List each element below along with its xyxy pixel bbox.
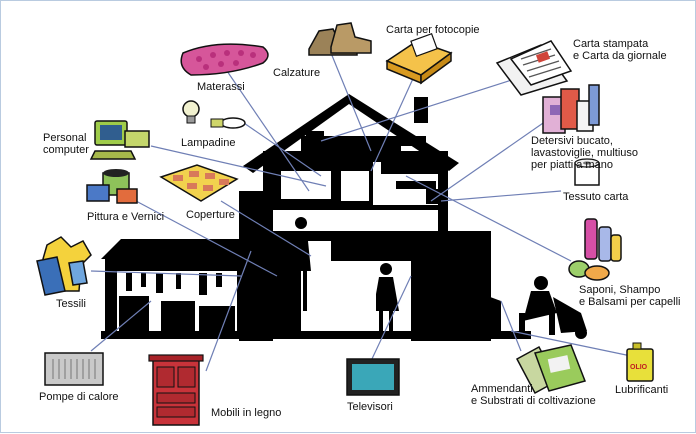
television-icon (346, 358, 400, 396)
label-tessuto-carta: Tessuto carta (563, 191, 629, 203)
detergents-icon (542, 84, 600, 134)
newspaper-icon (495, 40, 573, 96)
roof-tiles-icon (159, 164, 239, 202)
label-tessili: Tessili (56, 298, 86, 310)
connector-lines (90, 52, 632, 372)
paint-cans-icon (86, 169, 138, 204)
label-ammendanti: Ammendanti e Substrati di coltivazione (471, 383, 596, 407)
light-bulb-icon (182, 100, 246, 129)
label-lubrificanti: Lubrificanti (615, 384, 669, 396)
label-materassi: Materassi (197, 81, 245, 93)
heat-pump-icon (44, 352, 104, 386)
house-interior-highlights (281, 171, 391, 327)
house-silhouette (101, 94, 587, 341)
label-pompe: Pompe di calore (39, 391, 119, 403)
textiles-icon (36, 236, 92, 296)
label-carta-fotocopie: Carta per fotocopie (386, 24, 480, 36)
paper-towel-icon (574, 158, 600, 186)
label-personal-computer: Personal computer (43, 132, 89, 156)
lubricant-can-icon: OLIO (626, 342, 654, 382)
oil-can-label: OLIO (630, 364, 648, 371)
label-lampadine: Lampadine (181, 137, 236, 149)
wooden-cabinet-icon (148, 354, 204, 426)
shoes-icon (308, 22, 372, 56)
mattress-icon (180, 43, 269, 76)
label-pittura: Pittura e Vernici (87, 211, 165, 223)
personal-computer-icon (89, 120, 150, 160)
label-carta-stampata: Carta stampata e Carta da giornale (573, 38, 667, 62)
label-televisori: Televisori (347, 401, 393, 413)
soaps-shampoo-icon (568, 218, 622, 281)
label-coperture: Coperture (186, 209, 235, 221)
label-saponi: Saponi, Shampo e Balsami per capelli (579, 284, 681, 308)
label-detersivi: Detersivi bucato, lavastoviglie, multius… (531, 135, 638, 171)
soil-substrates-icon (515, 344, 586, 395)
copy-paper-icon (385, 32, 453, 85)
label-calzature: Calzature (273, 67, 321, 79)
label-mobili: Mobili in legno (211, 407, 282, 419)
